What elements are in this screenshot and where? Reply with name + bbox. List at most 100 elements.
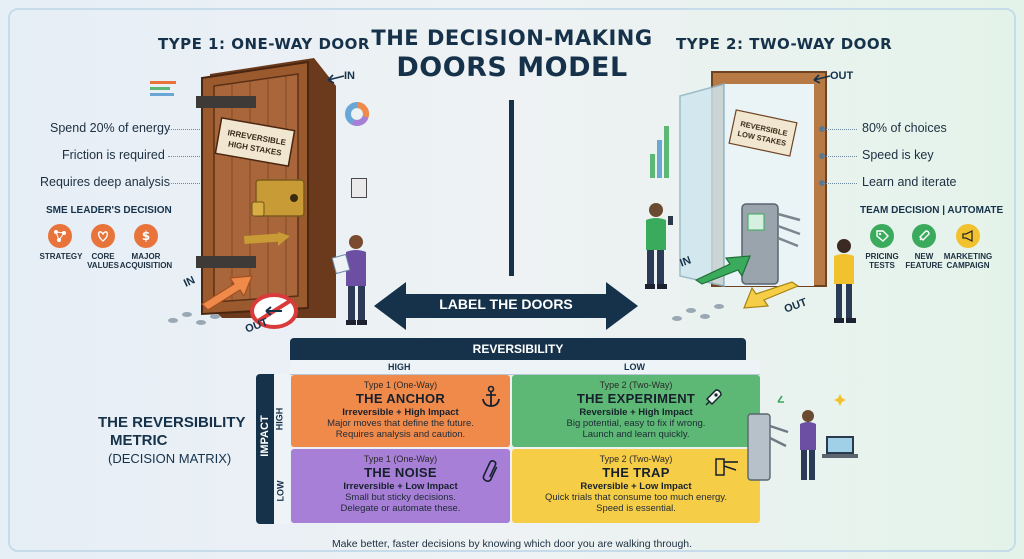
out-arrow-yellow-icon (743, 281, 800, 309)
cell-noise-desc-2: Delegate or automate these. (340, 503, 461, 514)
cell-trap-type: Type 2 (Two-Way) (599, 454, 673, 464)
matrix-label-line2: METRIC (110, 432, 168, 449)
price-tag-icon (870, 224, 894, 248)
cell-noise-type: Type 1 (One-Way) (363, 454, 438, 464)
matrix-cell-anchor: Type 1 (One-Way) THE ANCHOR Irreversible… (291, 375, 510, 447)
left-bullet-1-line (168, 129, 204, 130)
cell-noise-name: THE NOISE (364, 465, 437, 480)
cell-trap-name: THE TRAP (602, 465, 670, 480)
left-heading: TYPE 1: ONE-WAY DOOR (158, 35, 370, 53)
dollar-icon: $ (134, 224, 158, 248)
reversibility-header (290, 338, 746, 360)
footprints-right (672, 296, 742, 326)
impact-sidebar (256, 374, 274, 524)
cell-anchor-type: Type 1 (One-Way) (363, 380, 438, 390)
footprints-left (168, 310, 238, 330)
cell-noise-sub: Irreversible + Low Impact (343, 481, 458, 492)
impact-label: IMPACT (259, 415, 271, 457)
right-bullet-1-line (823, 129, 857, 130)
one-way-door: IRREVERSIBLE HIGH STAKES (196, 58, 336, 318)
arrow-out-icon (813, 74, 831, 84)
matrix-label-line1: THE REVERSIBILITY (98, 414, 246, 431)
decorative-frame (8, 8, 1016, 552)
reversibility-header-text: REVERSIBILITY (472, 342, 564, 356)
page-title: THE DECISION-MAKING DOORS MODEL (352, 26, 672, 83)
cell-trap-desc-2: Speed is essential. (596, 503, 676, 514)
right-bullet-2-dot (819, 153, 825, 159)
left-subheading: SME LEADER'S DECISION (46, 205, 172, 216)
left-bullet-2-line (168, 156, 204, 157)
two-way-door: REVERSIBLE LOW STAKES (679, 71, 827, 287)
matrix-label: THE REVERSIBILITY METRIC (DECISION MATRI… (98, 414, 248, 466)
right-out-label: OUT (830, 70, 854, 82)
cell-experiment-desc-2: Launch and learn quickly. (582, 429, 690, 440)
matrix-cell-trap: Type 2 (Two-Way) THE TRAP Reversible + L… (512, 449, 760, 523)
left-bullet-3-line (168, 183, 204, 184)
row-header-low: LOW (275, 480, 286, 502)
left-bullet-1: Spend 20% of energy (50, 121, 171, 135)
left-icon-label-2: CORE VALUES (87, 252, 119, 270)
right-bullet-1-dot (819, 126, 825, 132)
cell-anchor-sub: Irreversible + High Impact (342, 407, 459, 418)
col-header-high: HIGH (388, 362, 411, 372)
rocket-icon (912, 224, 936, 248)
cell-experiment-sub: Reversible + High Impact (579, 407, 693, 418)
right-bullet-1: 80% of choices (862, 121, 947, 135)
right-icon-label-3: MARKETING CAMPAIGN (943, 252, 993, 270)
right-bullet-3-line (823, 183, 857, 184)
matrix-cell-experiment: Type 2 (Two-Way) THE EXPERIMENT Reversib… (512, 375, 760, 447)
left-in-label: IN (344, 70, 355, 82)
row-header-high: HIGH (274, 407, 285, 431)
person-walking-figure (834, 239, 856, 323)
matrix-cell-noise: Type 1 (One-Way) THE NOISE Irreversible … (291, 449, 510, 523)
right-subheading: TEAM DECISION | AUTOMATE (860, 205, 1004, 216)
wall-switch-icon (351, 178, 367, 198)
banner-text: LABEL THE DOORS (439, 296, 573, 312)
right-bullet-3-dot (819, 180, 825, 186)
network-icon (48, 224, 72, 248)
cell-anchor-desc-2: Requires analysis and caution. (335, 429, 466, 440)
turnstile-icon (715, 458, 738, 476)
left-icon-label-3: MAJOR ACQUISITION (119, 252, 173, 270)
col-headers-bar (290, 360, 760, 375)
heart-hands-icon (91, 224, 115, 248)
row-headers-bar (274, 374, 290, 524)
paperclip-icon (482, 459, 498, 482)
left-bullet-2: Friction is required (62, 148, 165, 162)
in-arrow-icon (201, 275, 253, 311)
title-line-2: DOORS MODEL (396, 52, 628, 83)
right-bullet-3: Learn and iterate (862, 175, 957, 189)
cell-anchor-desc-1: Major moves that define the future. (327, 418, 474, 429)
right-bullet-2-line (823, 156, 857, 157)
anchor-icon (482, 385, 500, 407)
label-the-doors-banner (374, 282, 638, 330)
mini-chart-icon (150, 78, 180, 104)
center-divider (509, 100, 514, 276)
cell-trap-desc-1: Quick trials that consume too much energ… (545, 492, 727, 503)
person-reading-figure (331, 235, 367, 325)
cell-experiment-desc-1: Big potential, easy to fix if wrong. (566, 418, 706, 429)
person-phone-figure (645, 203, 673, 289)
rocket-icon (705, 389, 722, 406)
cell-anchor-name: THE ANCHOR (355, 391, 446, 406)
megaphone-icon (956, 224, 980, 248)
no-entry-icon (250, 293, 298, 329)
cell-experiment-type: Type 2 (Two-Way) (599, 380, 673, 390)
title-line-1: THE DECISION-MAKING (371, 26, 653, 50)
in-arrow-green-icon (694, 255, 751, 285)
bar-chart-icon (650, 126, 669, 178)
donut-chart-icon (345, 101, 369, 126)
right-heading: TYPE 2: TWO-WAY DOOR (676, 35, 893, 53)
cell-experiment-name: THE EXPERIMENT (576, 391, 696, 406)
right-bullet-2: Speed is key (862, 148, 934, 162)
footer-text: Make better, faster decisions by knowing… (331, 538, 693, 550)
arrow-in-icon (327, 74, 345, 84)
right-icon-label-1: PRICING TESTS (865, 252, 899, 270)
turnstile-laptop-illustration (747, 394, 858, 481)
left-icon-label-1: STRATEGY (39, 252, 83, 261)
cell-noise-desc-1: Small but sticky decisions. (345, 492, 456, 503)
matrix-label-sub: (DECISION MATRIX) (108, 451, 232, 466)
right-icon-label-2: NEW FEATURE (905, 252, 943, 270)
cell-trap-sub: Reversible + Low Impact (580, 481, 692, 492)
left-bullet-3: Requires deep analysis (40, 175, 170, 189)
